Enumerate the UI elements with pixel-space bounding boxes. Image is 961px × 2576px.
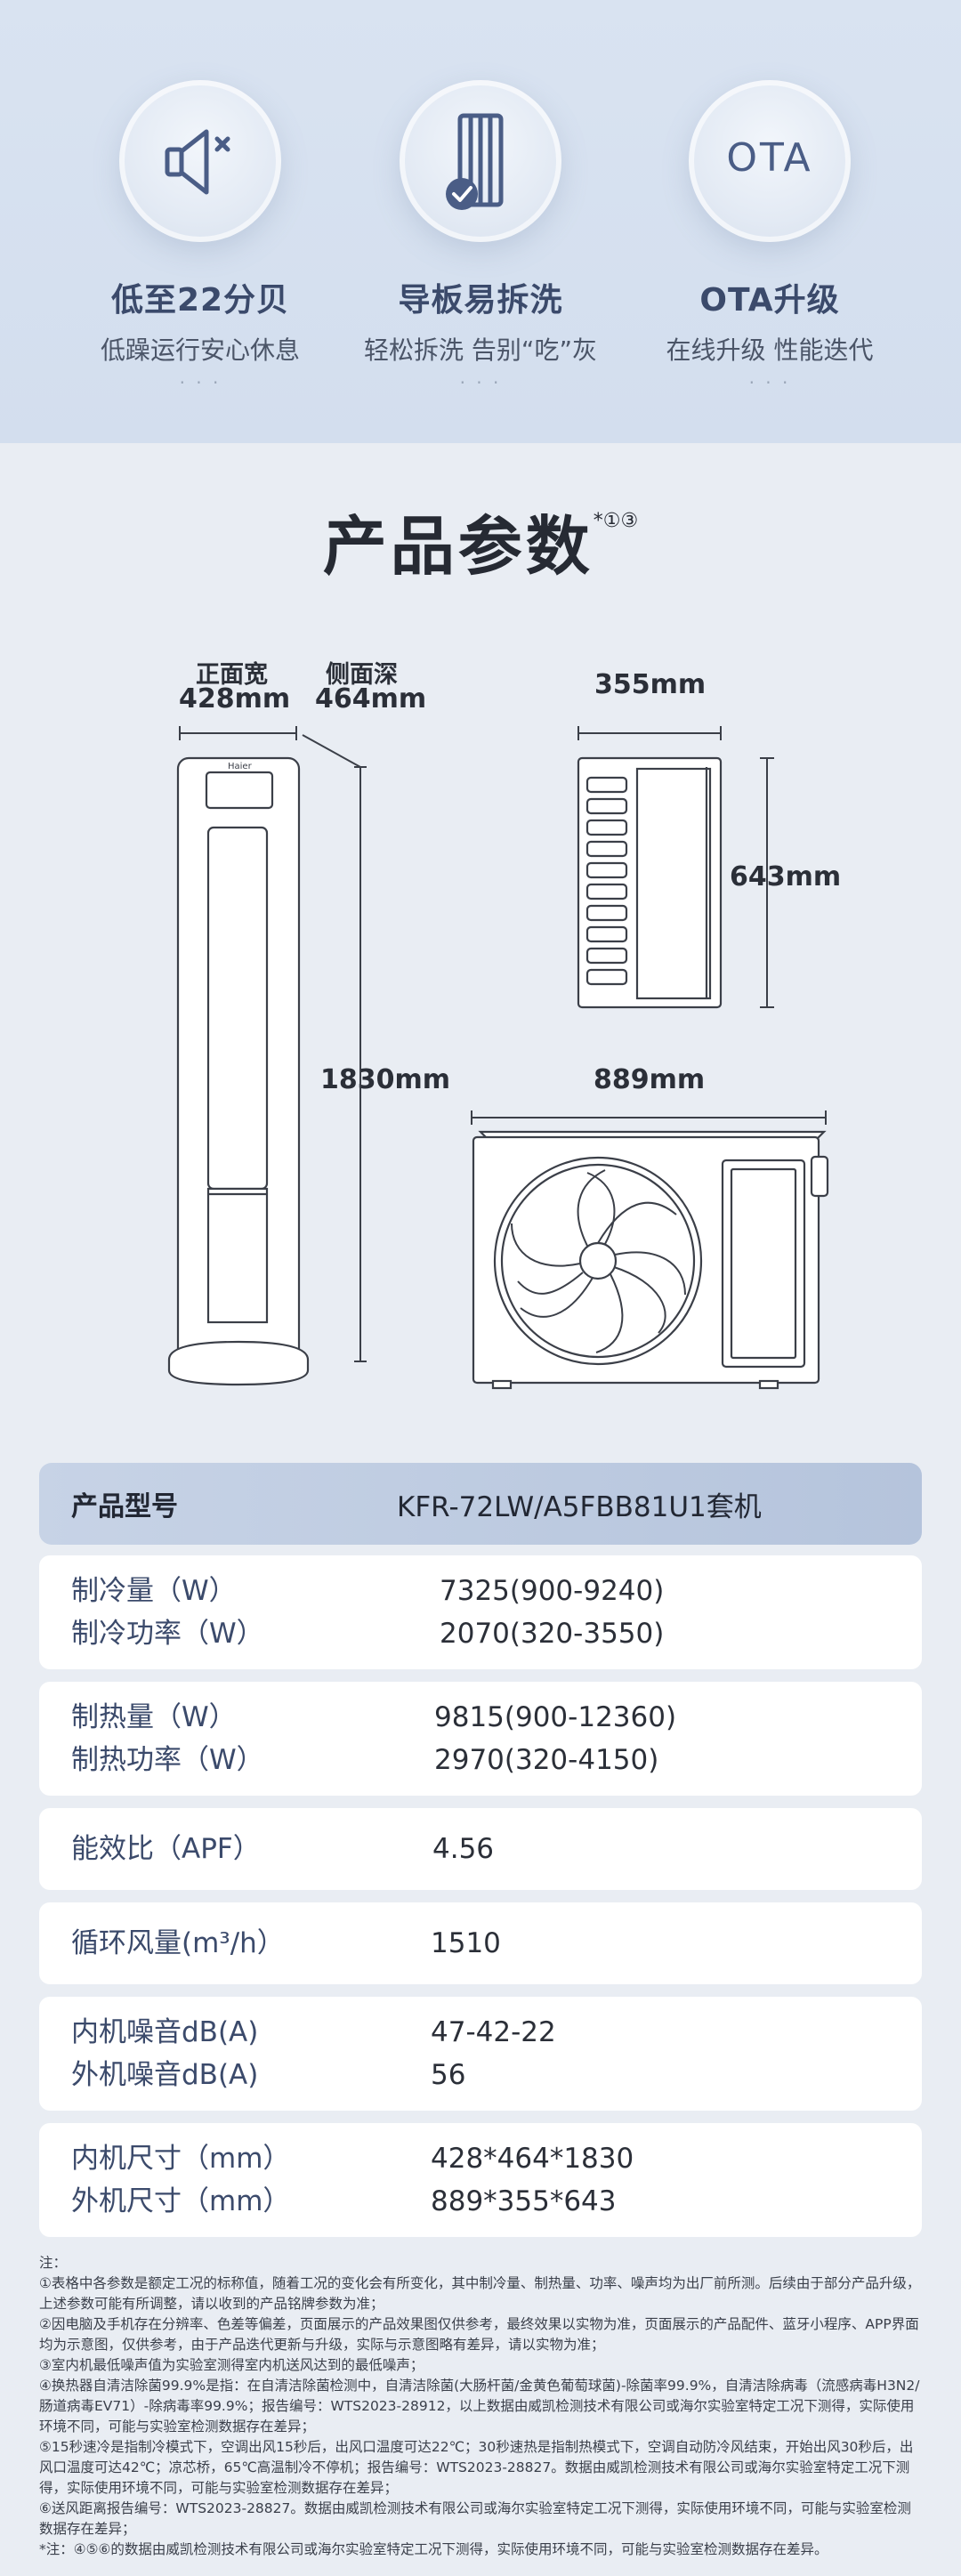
indoor-unit-drawing <box>167 756 310 1386</box>
feature-dots: · · · <box>748 372 791 393</box>
spec-value: 9815(900-12360) <box>434 1701 677 1733</box>
side-depth-label: 侧面深 <box>326 661 398 689</box>
side-depth-value: 464mm <box>315 683 427 715</box>
indoor-height-value: 1830mm <box>320 1064 451 1095</box>
feature-subtitle: 在线升级 性能迭代 <box>666 335 874 365</box>
front-width-value: 428mm <box>179 683 291 715</box>
model-label: 产品型号 <box>71 1491 178 1522</box>
footnote: 注： <box>39 2255 68 2271</box>
feature-subtitle: 轻松拆洗 告别“吃”灰 <box>364 335 597 365</box>
spec-value: 1510 <box>431 1927 501 1959</box>
spec-value: 2970(320-4150) <box>434 1744 659 1776</box>
feature-title: OTA升级 <box>699 282 840 319</box>
spec-value: 7325(900-9240) <box>440 1575 665 1607</box>
feature-title: 导板易拆洗 <box>398 282 563 319</box>
table-row: 制冷量（W） 制冷功率（W） 7325(900-9240) 2070(320-355… <box>39 1555 922 1669</box>
model-value: KFR-72LW/A5FBB81U1套机 <box>397 1490 762 1523</box>
spec-value: 56 <box>431 2059 466 2091</box>
spec-label: 制热功率（W） <box>71 1744 264 1776</box>
footnote: ③室内机最低噪声值为实验室测得室内机送风达到的最低噪声； <box>39 2357 424 2373</box>
spec-label: 内机噪音dB(A) <box>71 2016 259 2048</box>
spec-label: 制冷功率（W） <box>71 1618 264 1650</box>
ota-badge-text: OTA <box>726 135 813 181</box>
spec-label: 内机尺寸（mm） <box>71 2143 291 2175</box>
outdoor-width-value: 889mm <box>594 1064 706 1095</box>
spec-label: 外机尺寸（mm） <box>71 2185 291 2217</box>
feature-title: 低至22分贝 <box>110 282 290 319</box>
mute-speaker-icon <box>119 80 281 242</box>
feature-ota: OTA OTA升级 在线升级 性能迭代 · · · <box>636 80 903 393</box>
spec-value: 4.56 <box>432 1833 495 1865</box>
spec-label: 制冷量（W） <box>71 1575 237 1607</box>
feature-subtitle: 低躁运行安心休息 <box>100 335 300 365</box>
table-row: 内机噪音dB(A) 外机噪音dB(A) 47-42-22 56 <box>39 1997 922 2111</box>
side-depth-line <box>302 734 361 768</box>
spec-label: 外机噪音dB(A) <box>71 2059 259 2091</box>
spec-table-header: 产品型号 KFR-72LW/A5FBB81U1套机 <box>39 1463 922 1545</box>
outdoor-depth-value: 355mm <box>594 669 707 700</box>
table-row: 循环风量(m³/h） 1510 <box>39 1902 922 1984</box>
spec-value: 2070(320-3550) <box>440 1618 665 1650</box>
spec-value: 889*355*643 <box>431 2185 617 2217</box>
table-row: 内机尺寸（mm） 外机尺寸（mm） 428*464*1830 889*355*643 <box>39 2123 922 2237</box>
spec-value: 47-42-22 <box>431 2016 556 2048</box>
section-title: 产品参数*①③ <box>0 494 961 587</box>
feature-dots: · · · <box>459 372 502 393</box>
outdoor-height-value: 643mm <box>730 861 842 892</box>
section-title-text: 产品参数 <box>322 509 594 584</box>
table-row: 能效比（APF） 4.56 <box>39 1808 922 1890</box>
ota-badge-icon: OTA <box>689 80 851 242</box>
spec-label: 制热量（W） <box>71 1701 237 1733</box>
footnote: ②因电脑及手机存在分辨率、色差等偏差，页面展示的产品效果图仅供参考，最终效果以实… <box>39 2316 919 2353</box>
removable-panel-icon <box>400 80 561 242</box>
footnote: ④换热器自清洁除菌99.9%是指：在自清洁除菌检测中，自清洁除菌(大肠杆菌/金黄… <box>39 2378 920 2435</box>
brand-logo: Haier <box>228 762 253 771</box>
feature-quiet: 低至22分贝 低躁运行安心休息 · · · <box>67 80 334 393</box>
section-title-note: *①③ <box>593 510 639 532</box>
spec-label: 能效比（APF） <box>71 1833 261 1865</box>
spec-value: 428*464*1830 <box>431 2143 634 2175</box>
feature-washable: 导板易拆洗 轻松拆洗 告别“吃”灰 · · · <box>347 80 614 393</box>
dimension-drawing: Haier <box>167 726 829 1390</box>
spec-label: 循环风量(m³/h） <box>71 1927 285 1959</box>
outdoor-front-drawing <box>472 1130 829 1390</box>
spec-table: 产品型号 KFR-72LW/A5FBB81U1套机 制冷量（W） 制冷功率（W） … <box>39 1463 922 2237</box>
front-width-label: 正面宽 <box>196 661 268 689</box>
table-row: 制热量（W） 制热功率（W） 9815(900-12360) 2970(320-41… <box>39 1682 922 1796</box>
feature-dots: · · · <box>179 372 222 393</box>
footnotes: 注： ①表格中各参数是额定工况的标称值，随着工况的变化会有所变化，其中制冷量、制… <box>39 2253 925 2560</box>
footnote: ⑥送风距离报告编号：WTS2023-28827。数据由威凯检测技术有限公司或海尔… <box>39 2500 911 2537</box>
footnote: *注：④⑤⑥的数据由威凯检测技术有限公司或海尔实验室特定工况下测得，实际使用环境… <box>39 2541 828 2557</box>
footnote: ⑤15秒速冷是指制冷模式下，空调出风15秒后，出风口温度可达22℃；30秒速热是… <box>39 2439 914 2496</box>
outdoor-side-drawing <box>577 756 723 1009</box>
footnote: ①表格中各参数是额定工况的标称值，随着工况的变化会有所变化，其中制冷量、制热量、… <box>39 2275 921 2312</box>
